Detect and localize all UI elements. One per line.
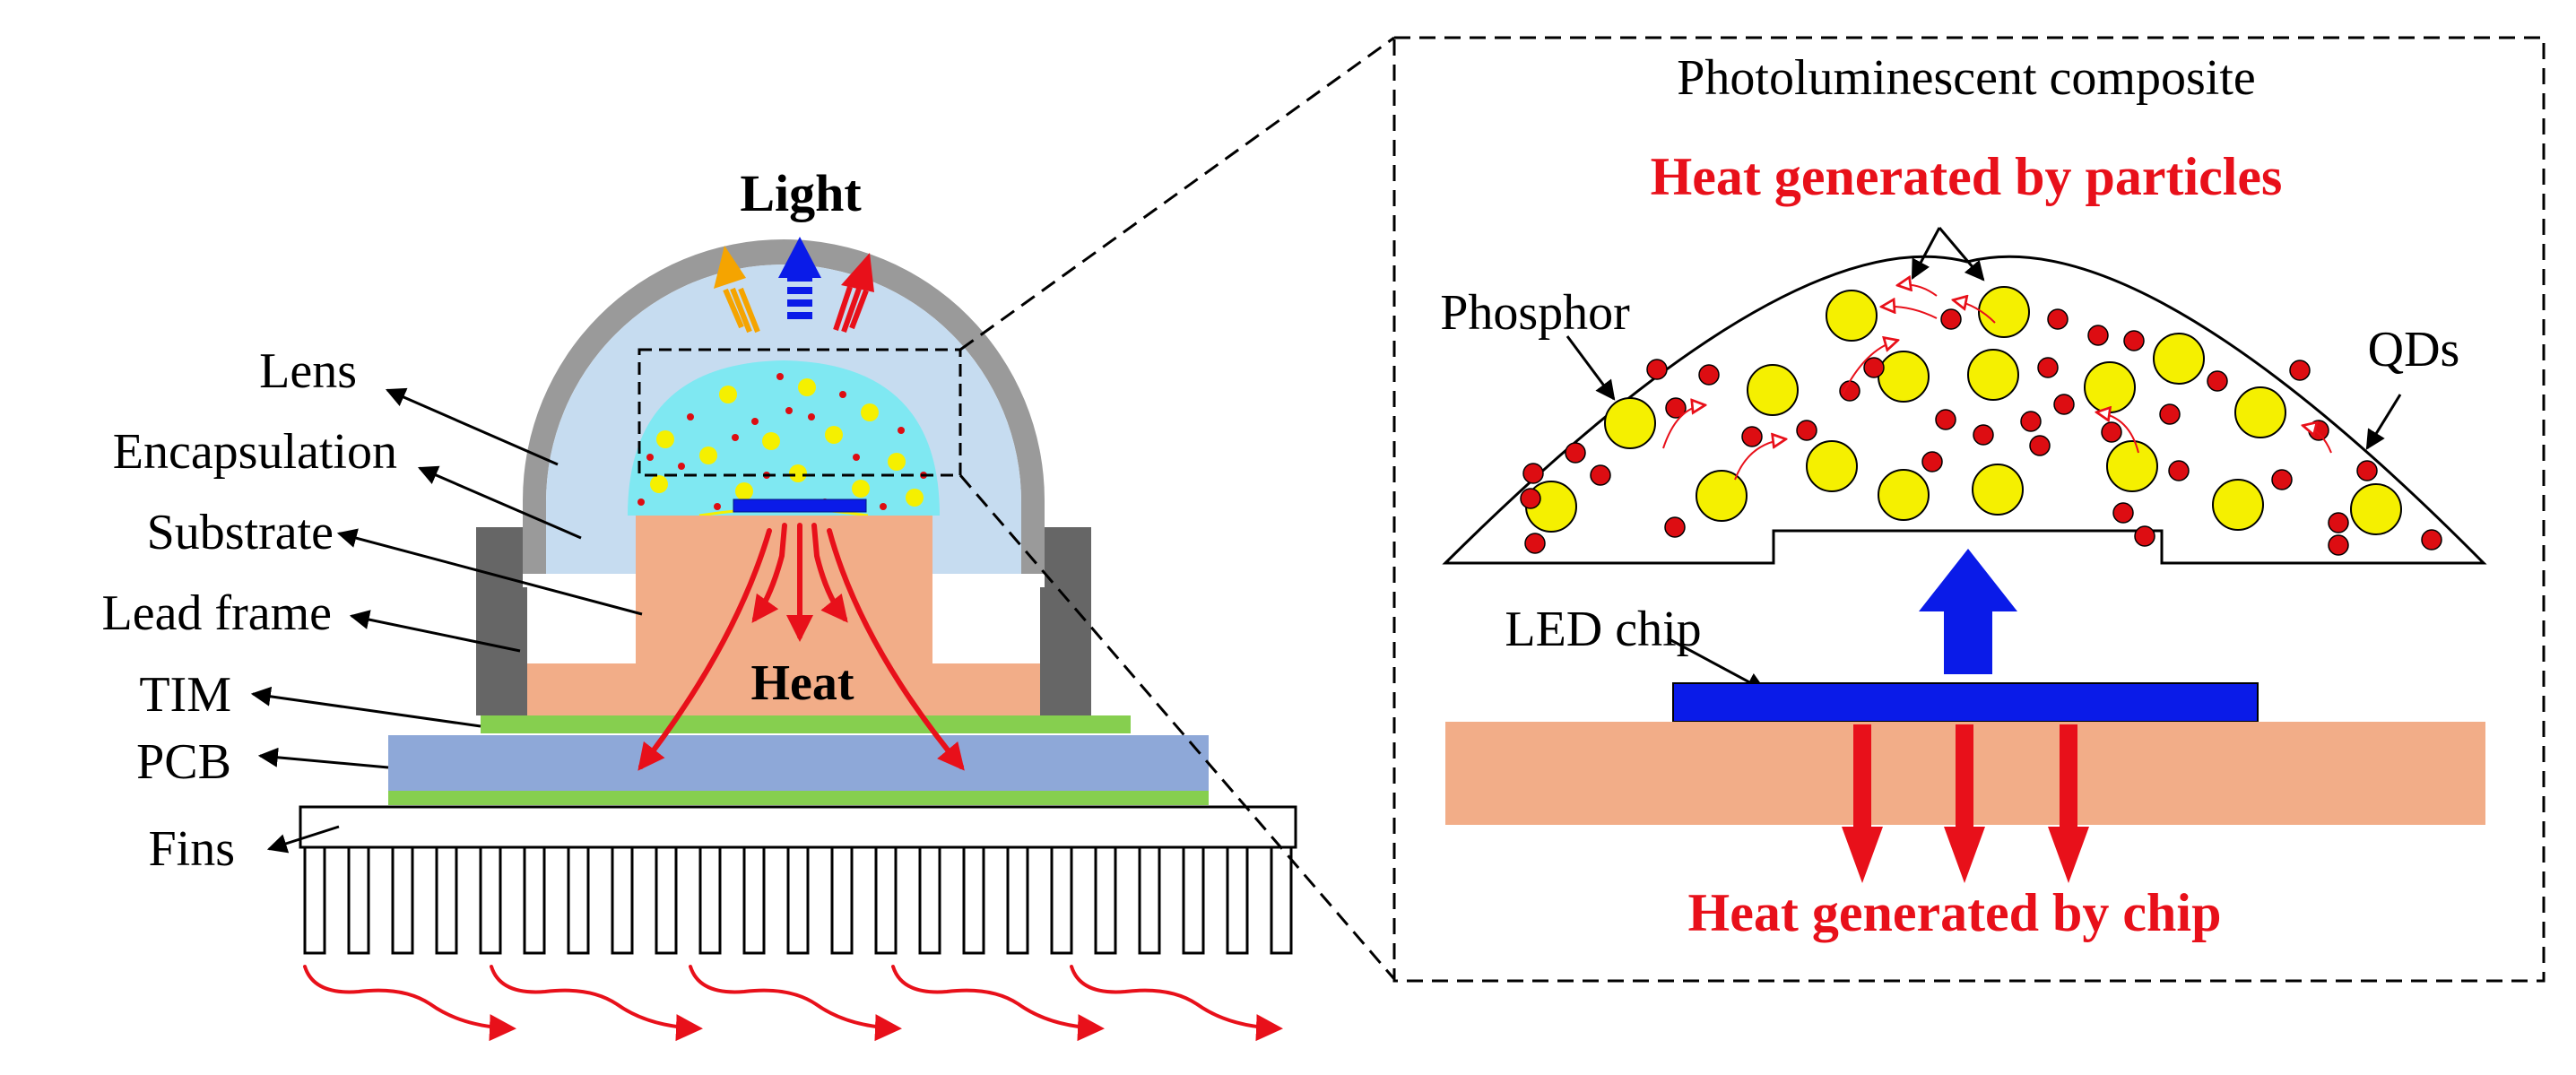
light-arrows <box>714 237 874 334</box>
zoom-connector-lines <box>958 36 1396 980</box>
label-qds: QDs <box>2368 322 2460 377</box>
yellow-light-arrow <box>714 246 760 334</box>
heat-sink-base <box>299 805 1297 849</box>
composite-particles <box>637 373 927 510</box>
panel-title: Photoluminescent composite <box>1677 50 2255 106</box>
fin-heat-arrows <box>303 965 1283 1042</box>
heat-label: Heat <box>750 655 854 711</box>
panel-leader-lines <box>1566 227 2402 692</box>
label-tim: TIM <box>139 667 231 723</box>
zoom-panel: Photoluminescent composite Heat generate… <box>1392 36 2546 983</box>
red-light-arrow <box>833 253 874 334</box>
chip-heat-arrows <box>1842 724 2089 883</box>
label-lens: Lens <box>259 343 357 399</box>
led-chip <box>1672 682 2259 723</box>
tim-layer <box>481 715 1131 733</box>
left-leader-lines <box>250 387 643 854</box>
heat-particles-label: Heat generated by particles <box>1651 147 2283 206</box>
qd-particles <box>1520 308 2442 556</box>
internal-heat-arrows <box>637 523 965 771</box>
fins <box>303 845 1293 955</box>
substrate <box>527 516 1040 715</box>
label-fins: Fins <box>149 821 236 877</box>
heat-sink <box>299 805 1297 955</box>
led-chip-small <box>733 498 867 513</box>
zoom-box <box>637 348 962 477</box>
lead-frame-right-block <box>1040 587 1091 715</box>
blue-upward-arrow <box>1919 549 2017 674</box>
pcb <box>388 735 1209 791</box>
led-package: Light Heat Lens Encapsulation Substrate … <box>102 164 1297 1042</box>
label-pcb: PCB <box>136 734 231 790</box>
pcb-bottom-layer <box>388 789 1209 805</box>
light-label: Light <box>740 164 862 222</box>
label-lead-frame: Lead frame <box>102 585 332 641</box>
label-led-chip: LED chip <box>1505 602 1701 657</box>
label-encapsulation: Encapsulation <box>113 424 397 480</box>
label-phosphor: Phosphor <box>1440 285 1630 341</box>
label-substrate: Substrate <box>147 505 334 560</box>
blue-light-arrow <box>778 237 821 319</box>
heat-chip-label: Heat generated by chip <box>1688 883 2222 942</box>
composite <box>628 360 940 516</box>
emission-arrows <box>1662 285 2332 481</box>
